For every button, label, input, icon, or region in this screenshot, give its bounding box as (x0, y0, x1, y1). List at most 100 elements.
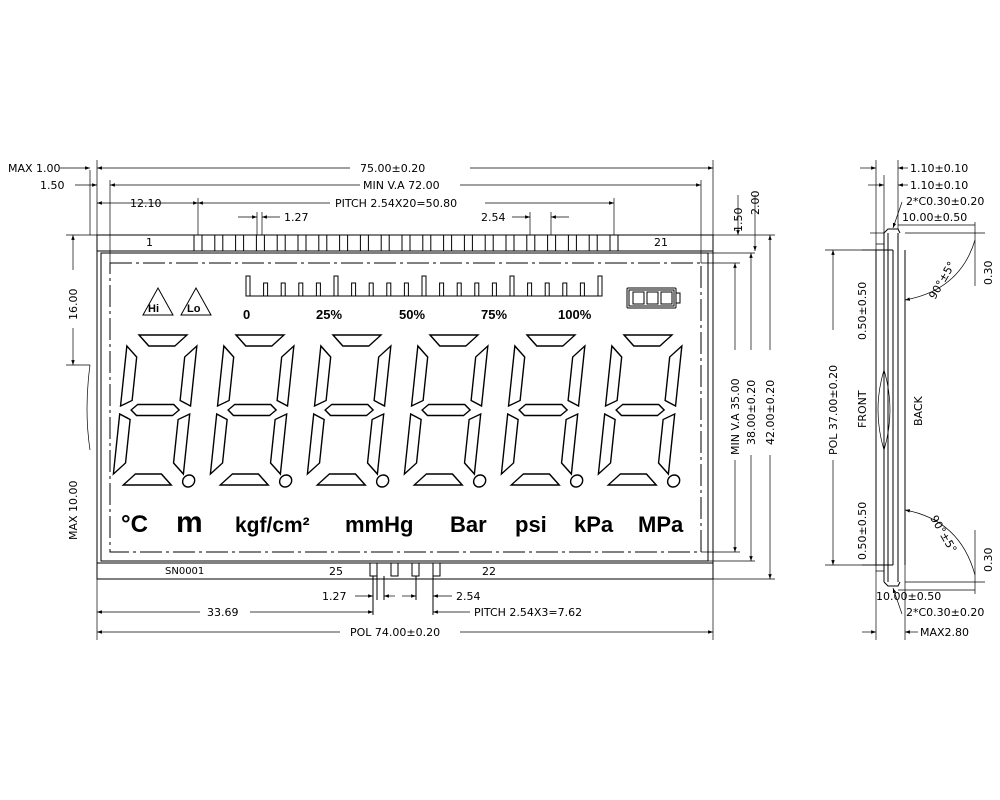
segment (567, 344, 586, 408)
bar-tick (474, 282, 480, 297)
pin-25-label: 25 (329, 565, 343, 578)
top-pin (359, 234, 369, 252)
dim-pitch-bottom: PITCH 2.54X3=7.62 (474, 606, 582, 619)
top-pin (567, 234, 577, 252)
segment (560, 412, 579, 476)
digit (306, 334, 392, 488)
bar-major-tick (245, 275, 251, 297)
bar-graph (245, 275, 603, 297)
front-view: 1 21 SN0001 25 22 75.00±0.20 MIN V.A 72.… (8, 160, 777, 640)
top-pin (401, 234, 411, 252)
side-dim-max-2-80: MAX2.80 (920, 626, 969, 639)
unit-meter: m (176, 506, 203, 539)
segment (331, 334, 383, 347)
top-pin (193, 234, 203, 252)
bar-tick (263, 282, 269, 297)
segment (615, 403, 666, 417)
top-pin (526, 234, 536, 252)
dim-pitch-top: PITCH 2.54X20=50.80 (335, 197, 457, 210)
unit-labels: °C m kgf/cm² mmHg Bar psi kPa MPa (121, 506, 684, 539)
unit-kgf-cm2: kgf/cm² (235, 514, 310, 537)
dim-16: 16.00 (67, 289, 80, 321)
dim-min-va-72: MIN V.A 72.00 (363, 179, 440, 192)
side-dim-0-50-top: 0.50±0.50 (856, 282, 869, 340)
bar-tick (280, 282, 286, 297)
dim-2-54-top: 2.54 (481, 211, 506, 224)
top-pin (484, 234, 494, 252)
dim-1-50-right: 1.50 (732, 208, 745, 233)
segment (373, 344, 392, 408)
side-dim-10-bottom: 10.00±0.50 (876, 590, 941, 603)
segment (525, 334, 577, 347)
top-pin (505, 234, 515, 252)
pin-21-label: 21 (654, 236, 668, 249)
seven-segment-digits (112, 334, 683, 488)
side-dim-1-10-b: 1.10±0.10 (910, 179, 968, 192)
bottom-pins (369, 562, 441, 615)
segment (463, 412, 482, 476)
dim-1-27-bottom: 1.27 (322, 590, 347, 603)
bar-tick (298, 282, 304, 297)
bar-label-50: 50% (399, 307, 425, 322)
bar-tick (351, 282, 357, 297)
segment (313, 344, 332, 408)
dim-2-54-bottom: 2.54 (456, 590, 481, 603)
hi-icon: Hi (142, 286, 174, 316)
bar-tick (544, 282, 550, 297)
side-dim-0-30-top: 0.30 (982, 261, 995, 286)
segment (227, 403, 278, 417)
side-back-label: BACK (912, 395, 925, 426)
segment (306, 412, 325, 476)
top-pin (214, 234, 224, 252)
unit-mmhg: mmHg (345, 512, 413, 537)
decimal-point (278, 474, 293, 488)
bar-label-25: 25% (316, 307, 342, 322)
top-pin (443, 234, 453, 252)
decimal-point (569, 474, 584, 488)
side-front-label: FRONT (856, 390, 869, 428)
segment (218, 473, 270, 486)
segment (324, 403, 375, 417)
segment (315, 473, 367, 486)
unit-mpa: MPa (638, 512, 684, 537)
bar-tick (491, 282, 497, 297)
dim-1-27-top: 1.27 (284, 211, 309, 224)
bar-tick (368, 282, 374, 297)
svg-text:Lo: Lo (187, 303, 201, 315)
side-angle-top: 90°±5° (926, 259, 958, 301)
digit (500, 334, 586, 488)
top-pin (609, 234, 619, 252)
dim-min-va-35: MIN V.A 35.00 (729, 378, 742, 455)
segment (604, 344, 623, 408)
segment (276, 344, 295, 408)
decimal-point (666, 474, 681, 488)
top-pin (318, 234, 328, 252)
top-pin (422, 234, 432, 252)
decimal-point (472, 474, 487, 488)
polarizer (100, 252, 709, 562)
top-pin (276, 234, 286, 252)
top-pin (588, 234, 598, 252)
segment (657, 412, 676, 476)
lo-icon: Lo (180, 286, 212, 316)
side-dim-0-50-bottom: 0.50±0.50 (856, 502, 869, 560)
side-chamfer-bottom: 2*C0.30±0.20 (906, 606, 984, 619)
side-dim-10-top: 10.00±0.50 (902, 211, 967, 224)
side-dim-1-10-a: 1.10±0.10 (910, 162, 968, 175)
side-chamfer-top: 2*C0.30±0.20 (906, 195, 984, 208)
top-pin (547, 234, 557, 252)
battery-icon (626, 287, 681, 309)
segment (664, 344, 683, 408)
dim-2-00-right: 2.00 (749, 191, 762, 216)
side-dim-pol-37: POL 37.00±0.20 (827, 365, 840, 455)
bar-label-0: 0 (243, 307, 250, 322)
bar-tick (403, 282, 409, 297)
decimal-point (375, 474, 390, 488)
segment (509, 473, 561, 486)
digit (403, 334, 489, 488)
segment (421, 403, 472, 417)
segment (234, 334, 286, 347)
segment (179, 344, 198, 408)
bar-tick (562, 282, 568, 297)
